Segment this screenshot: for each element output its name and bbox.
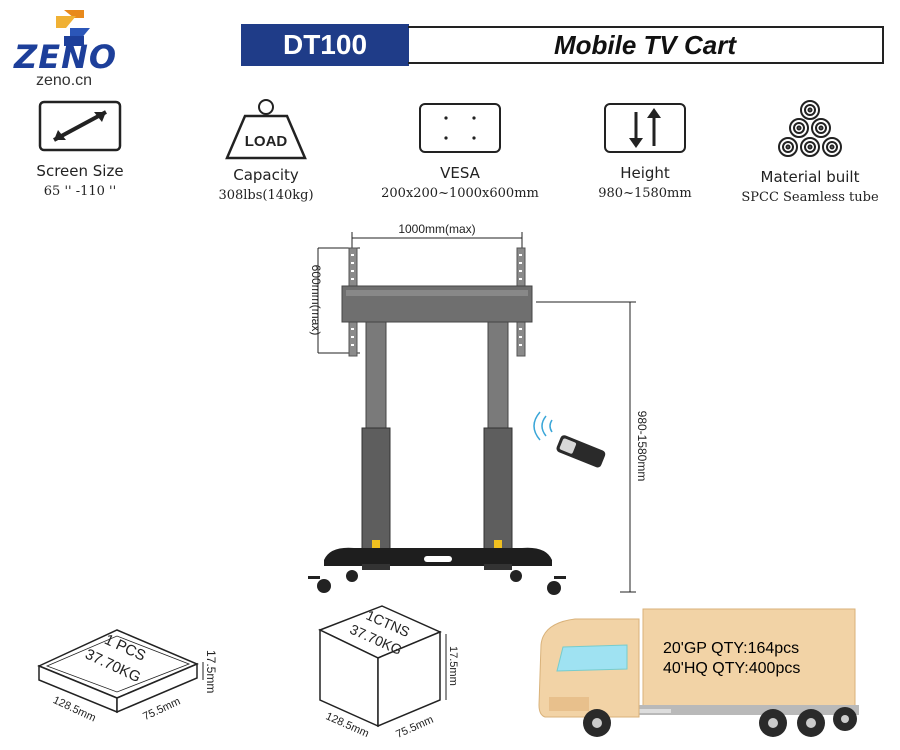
vesa-height-label: 600mm(max) xyxy=(309,265,323,336)
spec-label: VESA xyxy=(440,164,480,182)
model-label: DT100 xyxy=(241,24,409,66)
brand-url: zeno.cn xyxy=(36,72,93,89)
spec-label: Capacity xyxy=(233,166,299,184)
shipping-truck-icon: 20'GP QTY:164pcs 40'HQ QTY:400pcs xyxy=(538,608,859,737)
package-height-label: 17.5mm xyxy=(204,650,218,693)
diagonal-arrow-icon xyxy=(38,100,122,152)
spec-value: 308lbs(140kg) xyxy=(218,188,314,203)
spec-value: SPCC Seamless tube xyxy=(741,190,879,205)
up-down-arrows-icon xyxy=(604,103,686,153)
vesa-plate-icon xyxy=(419,103,501,153)
column-left xyxy=(365,321,387,429)
package-height-label: 17.5mm xyxy=(447,646,459,686)
spec-capacity: LOAD Capacity 308lbs(140kg) xyxy=(186,98,346,203)
cart-diagram: 1000mm(max) 600mm(max) 980-1580mm xyxy=(308,222,649,595)
column-right xyxy=(487,321,509,429)
width-dimension-label: 1000mm(max) xyxy=(398,222,475,236)
package-carton: 1CTNS 37.70KG 17.5mm 128.5mm 75.5mm xyxy=(318,605,459,741)
package-single: 1 PCS 37.70KG 17.5mm 128.5mm 75.5mm xyxy=(37,629,218,724)
spec-label: Screen Size xyxy=(36,162,124,180)
spec-label: Material built xyxy=(760,168,860,186)
weight-icon-text: LOAD xyxy=(245,133,288,150)
spec-screen-size: Screen Size 65 '' -110 '' xyxy=(0,100,160,199)
brand-logo-icon xyxy=(56,10,90,46)
spec-value: 200x200~1000x600mm xyxy=(381,186,539,201)
spec-vesa: VESA 200x200~1000x600mm xyxy=(380,100,540,201)
package-width-label: 75.5mm xyxy=(394,714,435,741)
shipping-qty-40hq: 40'HQ QTY:400pcs xyxy=(663,660,800,677)
height-range-label: 980-1580mm xyxy=(635,411,649,482)
truck-wheels xyxy=(583,707,857,737)
weight-icon: LOAD xyxy=(225,99,307,160)
spec-material: Material built SPCC Seamless tube xyxy=(730,98,890,205)
spec-value: 65 '' -110 '' xyxy=(43,184,117,199)
remote-control-icon xyxy=(556,435,606,468)
product-title: Mobile TV Cart xyxy=(405,26,884,64)
tube-coils-icon xyxy=(778,100,842,157)
caster-wheels xyxy=(308,570,566,595)
brand-name: ZENO xyxy=(14,38,118,76)
spec-height: Height 980~1580mm xyxy=(565,100,725,201)
shipping-qty-20gp: 20'GP QTY:164pcs xyxy=(663,640,799,657)
spec-label: Height xyxy=(620,164,670,182)
spec-value: 980~1580mm xyxy=(598,186,692,201)
